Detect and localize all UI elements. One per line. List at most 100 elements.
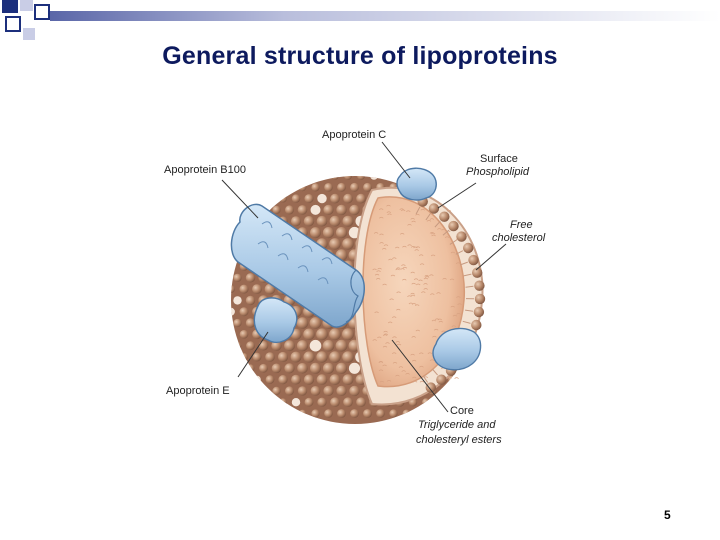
phospholipid-head [343, 193, 353, 204]
core-speckle [372, 268, 377, 271]
core-speckle [383, 244, 389, 247]
core-speckle [398, 366, 404, 368]
phospholipid-head [285, 386, 294, 396]
core-speckle [386, 204, 391, 207]
phospholipid-head [297, 363, 308, 374]
phospholipid-head [284, 340, 295, 352]
core-speckle [429, 274, 434, 276]
core-speckle [379, 233, 384, 236]
core-speckle [386, 380, 392, 382]
phospholipid-head [324, 183, 333, 192]
core-speckle [449, 278, 455, 281]
lipid-tail [422, 375, 429, 383]
core-speckle [455, 262, 461, 265]
lipid-tail [442, 229, 450, 236]
core-speckle [406, 210, 411, 212]
core-speckle [429, 218, 435, 220]
core-speckle [379, 216, 384, 219]
phospholipid-head [348, 362, 361, 374]
phospholipid-head [297, 205, 308, 215]
core-speckle [383, 330, 388, 333]
core-speckle [414, 249, 419, 251]
leader-line-b100 [221, 179, 259, 219]
core-speckle [426, 220, 432, 222]
core-speckle [399, 208, 404, 211]
core-speckle [391, 316, 397, 319]
phospholipid-head [323, 204, 334, 215]
lipid-tail [425, 213, 431, 221]
phospholipid-head [310, 362, 321, 374]
core-speckle [386, 211, 392, 213]
phospholipid-head [349, 385, 360, 397]
header-gradient-bar [50, 11, 720, 21]
phospholipid-head [240, 353, 248, 361]
lipid-tail [434, 220, 441, 228]
core-speckle [431, 319, 437, 322]
phospholipid-head [303, 374, 315, 385]
apoprotein-e-shape [253, 297, 298, 344]
core-speckle [418, 279, 423, 282]
monolayer-head [448, 220, 459, 232]
phospholipid-head [342, 215, 354, 227]
label-cholesteryl: cholesteryl esters [416, 434, 502, 446]
core-speckle [387, 321, 393, 324]
core-speckle [392, 336, 397, 338]
core-speckle [381, 248, 387, 250]
header-decoration [2, 0, 720, 40]
core-speckle [388, 258, 393, 261]
page-number: 5 [664, 508, 671, 522]
core-texture [372, 204, 462, 383]
phospholipid-head [252, 284, 262, 294]
lipid-tail [415, 206, 421, 215]
phospholipid-head [356, 397, 366, 408]
deco-square [2, 0, 18, 13]
core-speckle [438, 320, 444, 323]
core-speckle [431, 234, 436, 237]
slide-title: General structure of lipoproteins [162, 42, 558, 70]
phospholipid-head [265, 352, 275, 362]
core-speckle [385, 342, 390, 344]
core-speckle [456, 296, 461, 298]
core-speckle [396, 308, 401, 311]
lipid-tail [432, 368, 438, 376]
core-speckle [450, 305, 455, 308]
diagram-labels: Apoprotein C Apoprotein B100 Surface Pho… [164, 129, 546, 446]
phospholipid-head [246, 341, 255, 351]
phospholipid-head [245, 318, 256, 328]
core-speckle [456, 313, 461, 315]
phospholipid-head [231, 285, 235, 294]
core-speckle [442, 278, 447, 280]
phospholipid-head [324, 409, 333, 418]
phospholipid-head [259, 363, 268, 373]
phospholipid-head [310, 204, 321, 215]
core-speckle [421, 291, 426, 293]
phospholipid-head [239, 330, 249, 339]
phospholipid-head [370, 176, 378, 180]
phospholipid-head [233, 273, 242, 282]
phospholipid-head [316, 328, 328, 341]
phospholipid-head [316, 215, 328, 227]
core-speckle [382, 334, 388, 336]
core-speckle [434, 318, 440, 321]
phospholipid-head [337, 409, 346, 418]
core-speckle [423, 277, 429, 280]
phospholipid-head [291, 374, 301, 385]
phospholipid-head [231, 307, 235, 316]
phospholipid-head [329, 238, 341, 250]
phospholipid-head [272, 205, 281, 214]
lipid-tail [463, 273, 472, 277]
core-speckle [411, 282, 416, 285]
label-phospholipid: Phospholipid [466, 166, 530, 178]
phospholipid-head [272, 386, 281, 395]
core-speckle [410, 292, 415, 295]
core-speckle [419, 352, 424, 355]
phospholipid-head [310, 227, 321, 239]
phospholipid-head [322, 227, 335, 239]
core-speckle [372, 339, 377, 341]
phospholipid-head [363, 182, 372, 192]
core-speckle [402, 245, 407, 248]
phospholipid-head [335, 362, 348, 374]
core-speckle [412, 380, 418, 383]
monolayer-head [472, 267, 483, 278]
core-speckle [378, 208, 384, 210]
